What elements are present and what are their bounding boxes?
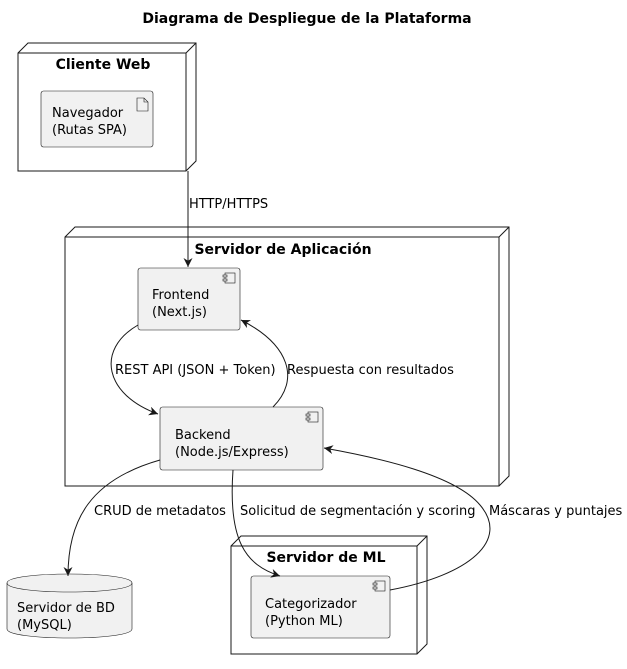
- component-icon: [372, 580, 386, 592]
- edge-label-http: HTTP/HTTPS: [189, 197, 268, 212]
- component-icon: [222, 272, 236, 284]
- categorizer-label-line1: Categorizador: [265, 597, 357, 612]
- component-categorizer[interactable]: Categorizador (Python ML): [250, 575, 391, 639]
- edge-label-segment: Solicitud de segmentación y scoring: [240, 504, 476, 519]
- edge-masks: Máscaras y puntajes: [323, 445, 623, 591]
- node-title-app-server: Servidor de Aplicación: [194, 242, 371, 258]
- frontend-label-line1: Frontend: [152, 288, 209, 303]
- edge-label-masks: Máscaras y puntajes: [489, 504, 623, 519]
- edge-label-crud: CRUD de metadatos: [94, 504, 226, 519]
- edge-http: HTTP/HTTPS: [183, 171, 268, 267]
- edge-rest: REST API (JSON + Token): [110, 324, 276, 416]
- backend-label-line2: (Node.js/Express): [175, 445, 289, 460]
- diagram-title: Diagrama de Despliegue de la Plataforma: [142, 11, 471, 27]
- browser-label-line1: Navegador: [52, 106, 124, 121]
- component-frontend[interactable]: Frontend (Next.js): [137, 267, 241, 331]
- node-title-ml-server: Servidor de ML: [266, 550, 385, 566]
- edge-segment: Solicitud de segmentación y scoring: [231, 469, 476, 578]
- component-icon: [305, 411, 319, 423]
- browser-label-line2: (Rutas SPA): [52, 123, 127, 138]
- artifact-browser[interactable]: Navegador (Rutas SPA): [40, 90, 154, 148]
- node-title-web-client: Cliente Web: [56, 57, 151, 73]
- component-backend[interactable]: Backend (Node.js/Express): [159, 406, 324, 471]
- database-label-line1: Servidor de BD: [17, 601, 115, 616]
- edge-crud: CRUD de metadatos: [63, 459, 226, 577]
- frontend-label-line2: (Next.js): [152, 305, 207, 320]
- edge-label-response: Respuesta con resultados: [287, 363, 454, 378]
- backend-label-line1: Backend: [175, 428, 231, 443]
- database-server[interactable]: Servidor de BD (MySQL): [6, 573, 133, 639]
- artifact-icon: [136, 97, 149, 112]
- database-label-line2: (MySQL): [17, 618, 72, 633]
- categorizer-label-line2: (Python ML): [265, 614, 343, 629]
- edge-label-rest: REST API (JSON + Token): [115, 363, 276, 378]
- edge-response: Respuesta con resultados: [240, 319, 454, 408]
